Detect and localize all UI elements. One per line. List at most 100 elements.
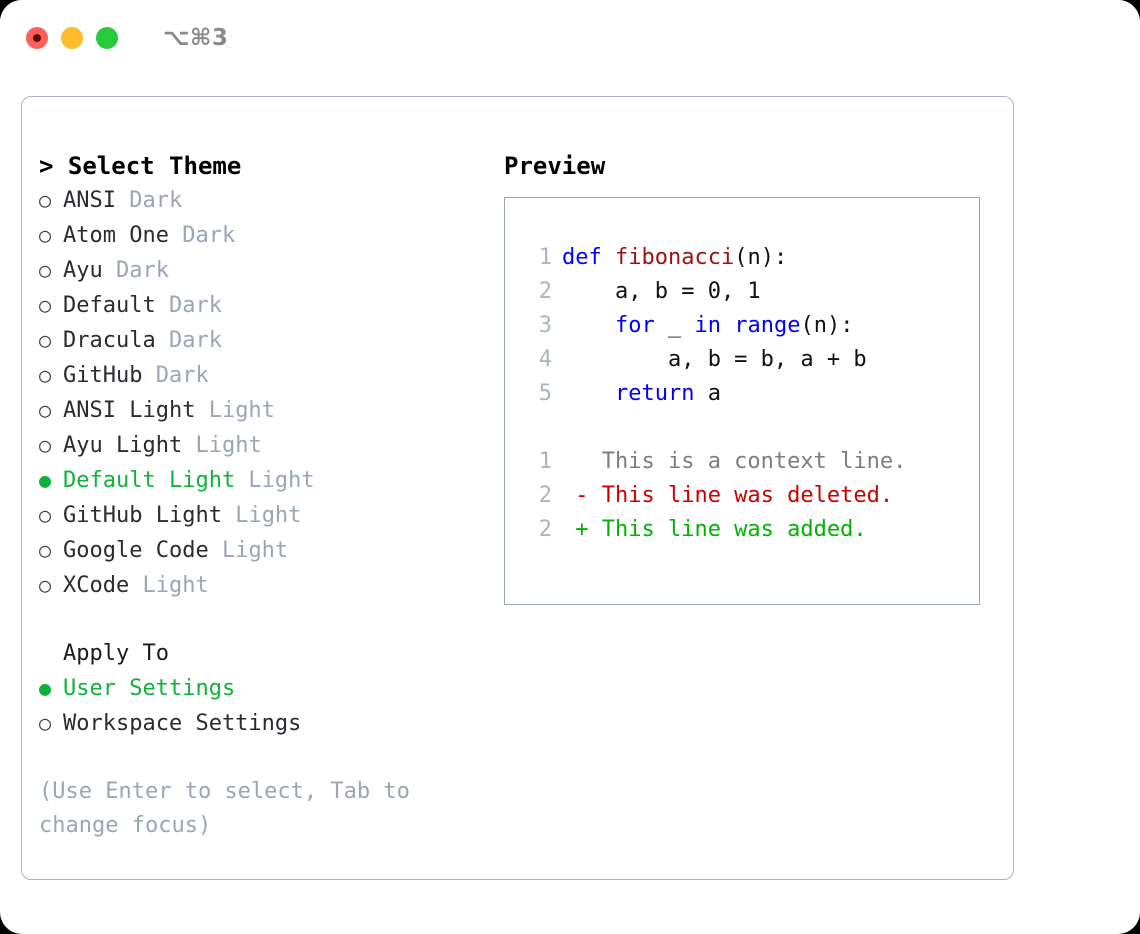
theme-option-label: Ayu Light	[63, 433, 183, 458]
theme-list-column: > Select Theme ○ANSI Dark○Atom One Dark○…	[22, 97, 487, 879]
theme-variant-tag: Light	[129, 573, 209, 598]
radio-unselected-icon: ○	[39, 328, 52, 352]
token-del: - This line was deleted.	[562, 483, 894, 508]
close-window-button[interactable]	[26, 27, 48, 49]
theme-variant-tag: Light	[182, 433, 262, 458]
theme-option-label: ANSI	[63, 188, 116, 213]
token-plain: a	[694, 381, 721, 406]
token-plain: (n):	[734, 245, 788, 270]
line-content: + This line was added.	[562, 513, 867, 547]
theme-variant-tag: Dark	[115, 188, 183, 213]
code-line: 2 a, b = 0, 1	[522, 275, 979, 309]
line-content: This is a context line.	[562, 445, 907, 479]
theme-option-list: ○ ANSI Dark ○ Atom One Dark ○ Ayu Dark ○ Defaul…	[39, 183, 487, 603]
maximize-window-button[interactable]	[96, 27, 118, 49]
token-kw: return	[614, 381, 695, 406]
theme-variant-tag: Dark	[168, 223, 236, 248]
theme-option-dracula[interactable]: ○ Dracula Dark	[39, 323, 487, 358]
diff-line: 1 This is a context line.	[522, 445, 979, 479]
theme-variant-tag: Dark	[102, 258, 169, 283]
token-kw: range	[734, 313, 801, 338]
radio-unselected-icon: ○	[39, 398, 52, 422]
theme-option-ansi-light[interactable]: ○ ANSI Light Light	[39, 393, 487, 428]
code-line: 1 def fibonacci(n):	[522, 241, 979, 275]
apply-to-option-label: User Settings	[63, 676, 236, 701]
theme-option-label: Dracula	[63, 328, 156, 353]
theme-option-ansi[interactable]: ○ ANSI Dark	[39, 183, 487, 218]
line-content: a, b = b, a + b	[562, 343, 867, 377]
theme-option-default[interactable]: ○ Default Dark	[39, 288, 487, 323]
code-line: 3 for _ in range(n):	[522, 309, 979, 343]
theme-option-label: Default	[63, 293, 156, 318]
line-content: return a	[562, 377, 721, 411]
apply-to-option-workspace-settings[interactable]: ○Workspace Settings	[39, 706, 487, 741]
line-content: - This line was deleted.	[562, 479, 893, 513]
theme-variant-tag: Dark	[155, 328, 222, 353]
diff-sample: 1 This is a context line. 2 - This line w…	[522, 445, 979, 547]
theme-variant-tag: Light	[208, 538, 289, 563]
theme-variant-tag: Light	[195, 398, 275, 423]
token-add: + This line was added.	[562, 517, 867, 542]
line-content: a, b = 0, 1	[562, 275, 761, 309]
token-kw: def	[562, 245, 615, 270]
radio-unselected-icon: ○	[39, 573, 52, 597]
line-number: 2	[538, 279, 552, 304]
radio-unselected-icon: ○	[39, 223, 52, 247]
code-line: 5 return a	[522, 377, 979, 411]
line-content: def fibonacci(n):	[562, 241, 787, 275]
radio-unselected-icon: ○	[39, 538, 52, 562]
theme-option-google-code[interactable]: ○ Google Code Light	[39, 533, 487, 568]
theme-option-github[interactable]: ○GitHub Dark	[39, 358, 487, 393]
theme-option-xcode[interactable]: ○ XCode Light	[39, 568, 487, 603]
token-plain: a, b = 0, 1	[562, 279, 761, 304]
title-bar: ⌥⌘3	[0, 0, 1140, 76]
line-number: 4	[538, 347, 552, 372]
radio-unselected-icon: ○	[39, 433, 52, 457]
theme-variant-tag: Dark	[155, 293, 222, 318]
radio-unselected-icon: ○	[39, 293, 52, 317]
token-plain: a, b = b, a + b	[562, 347, 867, 372]
line-content: for _ in range(n):	[562, 309, 853, 343]
theme-variant-tag: Dark	[142, 363, 209, 388]
theme-option-github-light[interactable]: ○GitHub Light Light	[39, 498, 487, 533]
theme-option-label: GitHub	[63, 363, 143, 388]
token-plain: (n):	[800, 313, 854, 338]
radio-unselected-icon: ○	[39, 258, 52, 282]
line-number: 2	[538, 483, 552, 508]
token-plain	[721, 313, 734, 338]
code-line: 4 a, b = b, a + b	[522, 343, 979, 377]
theme-option-default-light[interactable]: ●Default Light Light	[39, 463, 487, 498]
line-number: 3	[538, 313, 552, 338]
theme-option-label: Ayu	[63, 258, 103, 283]
window-controls	[26, 27, 118, 49]
theme-option-label: ANSI Light	[63, 398, 196, 423]
keyboard-hint-text: (Use Enter to select, Tab to change focu…	[39, 779, 424, 838]
apply-to-label: Apply To	[63, 641, 169, 666]
theme-option-label: Default Light	[63, 468, 236, 493]
spacer	[522, 411, 979, 445]
theme-option-label: Google Code	[63, 538, 209, 563]
theme-option-label: Atom One	[63, 223, 169, 248]
line-number: 2	[538, 517, 552, 542]
radio-unselected-icon: ○	[39, 188, 52, 212]
theme-option-atom-one[interactable]: ○ Atom One Dark	[39, 218, 487, 253]
theme-selector-panel: > Select Theme ○ANSI Dark○Atom One Dark○…	[21, 96, 1014, 880]
keyboard-shortcut-label: ⌥⌘3	[163, 25, 229, 51]
line-number: 1	[538, 245, 552, 270]
theme-variant-tag: Light	[221, 503, 302, 528]
theme-option-ayu-light[interactable]: ○ Ayu Light Light	[39, 428, 487, 463]
preview-heading: Preview	[504, 152, 606, 180]
radio-unselected-icon: ○	[39, 503, 52, 527]
theme-option-ayu[interactable]: ○ Ayu Dark	[39, 253, 487, 288]
token-plain	[562, 381, 615, 406]
minimize-window-button[interactable]	[61, 27, 83, 49]
spacer	[39, 603, 487, 637]
radio-selected-icon: ●	[39, 468, 52, 492]
apply-to-option-user-settings[interactable]: ●User Settings	[39, 671, 487, 706]
token-kw: for	[614, 313, 655, 338]
theme-option-label: XCode	[63, 573, 130, 598]
line-number: 1	[538, 449, 552, 474]
